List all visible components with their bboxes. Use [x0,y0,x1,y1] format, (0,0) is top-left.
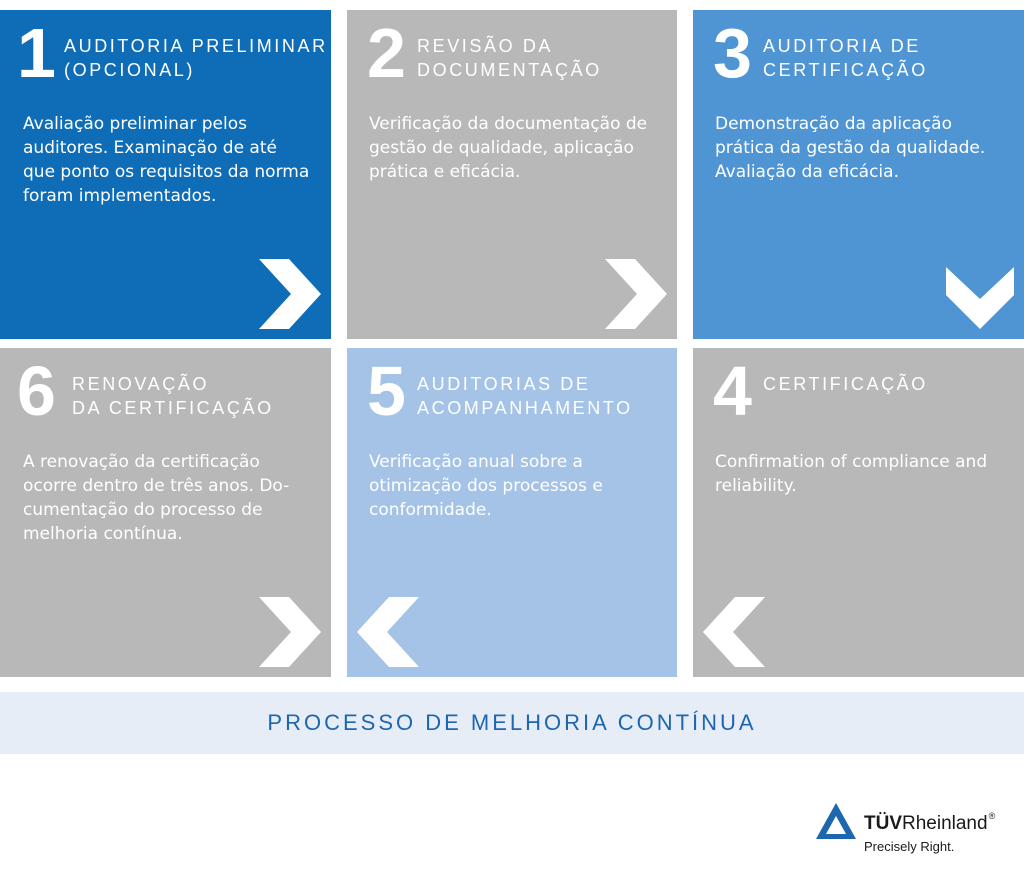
step-1-card: 1 AUDITORIA PRELIMINAR (OPCIONAL) Avalia… [0,10,331,339]
tuv-rheinland-logo: TÜVRheinland® Precisely Right. [816,803,1016,855]
step-description: A renovação da certificação ocorre dentr… [23,452,290,544]
step-number: 1 [17,14,56,92]
brand-name: TÜVRheinland® [864,811,996,835]
left-arrow-icon [357,597,419,667]
step-5-card: 5 AUDITORIAS DE ACOMPANHAMENTO Verificaç… [347,348,677,677]
down-arrow-icon [946,267,1014,329]
step-title: REVISÃO DA DOCUMENTAÇÃO [417,36,602,80]
step-description: Verificação da documentação de gestão de… [369,114,648,182]
step-number: 2 [367,14,406,92]
right-arrow-icon [259,259,321,329]
step-description: Verificação anual sobre a otimização dos… [369,452,603,520]
step-number: 4 [713,352,752,430]
brand-regular: Rheinland [902,813,988,834]
step-title: AUDITORIA PRELIMINAR (OPCIONAL) [64,36,328,80]
brand-slogan: Precisely Right. [864,839,955,854]
step-2-card: 2 REVISÃO DA DOCUMENTAÇÃO Verificação da… [347,10,677,339]
banner-text: PROCESSO DE MELHORIA CONTÍNUA [267,710,757,735]
step-4-card: 4 CERTIFICAÇÃO Confirmation of complianc… [693,348,1024,677]
continuous-improvement-banner: PROCESSO DE MELHORIA CONTÍNUA [0,692,1024,754]
right-arrow-icon [605,259,667,329]
step-number: 5 [367,352,406,430]
step-number: 6 [17,352,56,430]
registered-mark: ® [988,811,996,821]
step-title: AUDITORIAS DE ACOMPANHAMENTO [417,374,633,418]
left-arrow-icon [703,597,765,667]
brand-bold: TÜV [864,813,902,834]
step-description: Demonstração da aplicação prática da ges… [715,114,986,182]
step-title: AUDITORIA DE CERTIFICAÇÃO [763,36,928,80]
step-title: RENOVAÇÃO DA CERTIFICAÇÃO [72,374,274,418]
step-6-card: 6 RENOVAÇÃO DA CERTIFICAÇÃO A renovação … [0,348,331,677]
step-description: Avaliação preliminar pelos auditores. Ex… [23,114,310,206]
step-description: Confirmation of compliance and reliabili… [715,452,988,496]
step-number: 3 [713,14,752,92]
step-3-card: 3 AUDITORIA DE CERTIFICAÇÃO Demonstração… [693,10,1024,339]
right-arrow-icon [259,597,321,667]
tuv-triangle-logo-icon [816,803,856,844]
step-title: CERTIFICAÇÃO [763,374,928,394]
